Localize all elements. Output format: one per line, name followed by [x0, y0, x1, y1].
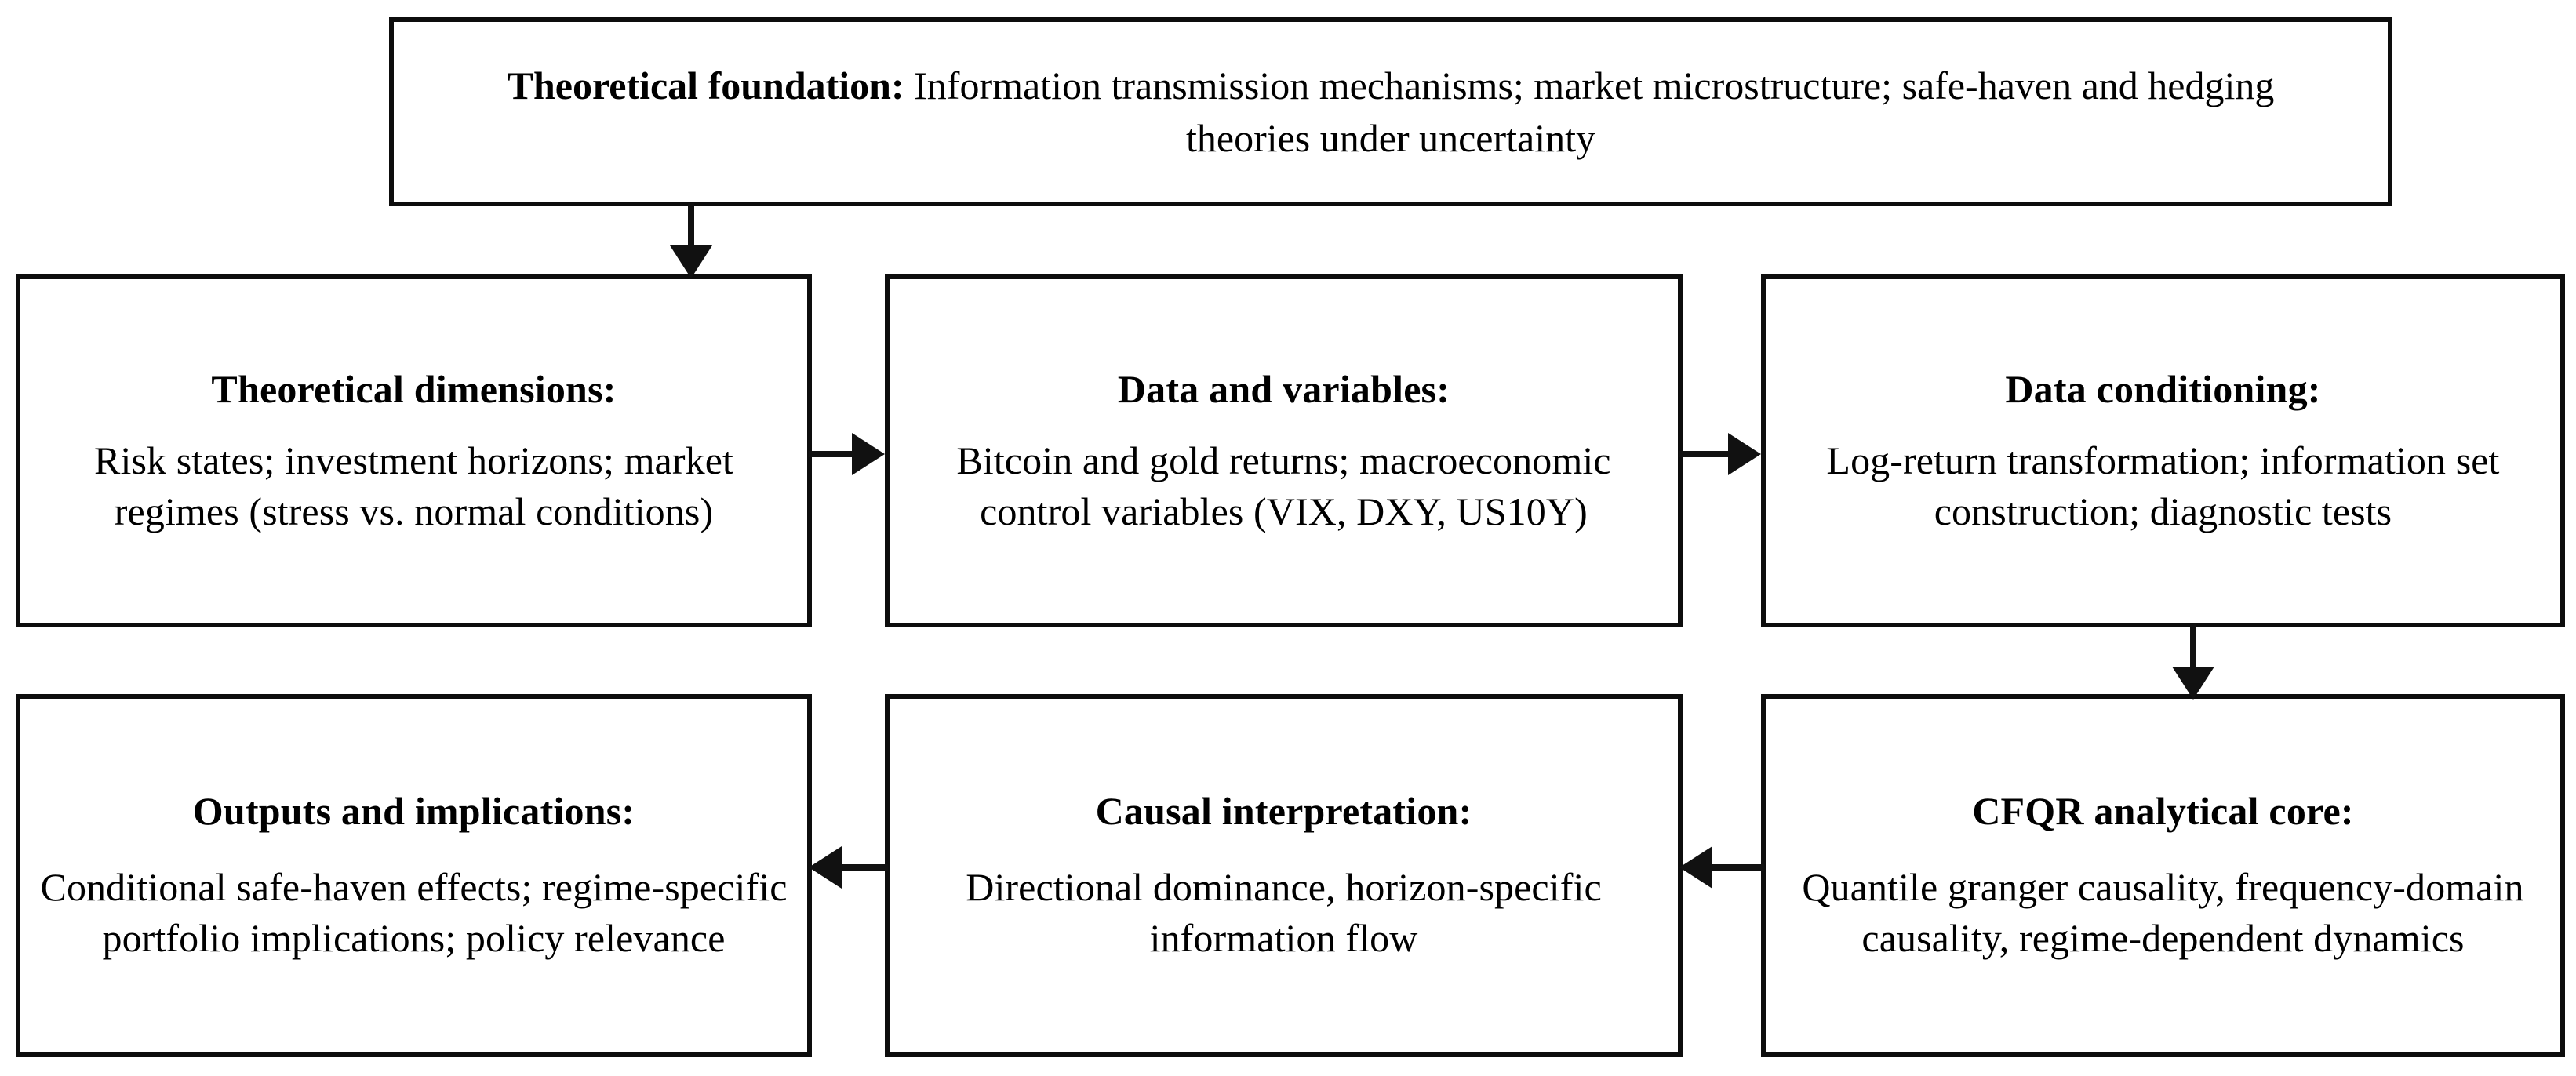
arrow-head-right-icon	[1728, 433, 1761, 475]
node-cfqr-analytical-core-heading: CFQR analytical core:	[1972, 789, 2354, 833]
arrow-shaft	[2190, 624, 2196, 673]
node-data-and-variables: Data and variables: Bitcoin and gold ret…	[885, 274, 1683, 627]
arrow-shaft	[1711, 864, 1764, 871]
node-theoretical-dimensions: Theoretical dimensions: Risk states; inv…	[16, 274, 812, 627]
node-data-conditioning-heading: Data conditioning:	[2005, 366, 2321, 411]
connector-conditioning-to-cfqr	[2171, 624, 2215, 700]
node-theoretical-dimensions-heading: Theoretical dimensions:	[211, 366, 617, 411]
node-theoretical-dimensions-body: Risk states; investment horizons; market…	[94, 438, 733, 533]
node-causal-interpretation-heading: Causal interpretation:	[1095, 789, 1472, 833]
node-cfqr-analytical-core: CFQR analytical core: Quantile granger c…	[1761, 694, 2565, 1057]
node-theoretical-foundation-body: Information transmission mechanisms; mar…	[904, 63, 2275, 160]
node-data-and-variables-heading: Data and variables:	[1117, 366, 1450, 411]
node-theoretical-foundation: Theoretical foundation: Information tran…	[389, 17, 2392, 206]
node-causal-interpretation-body: Directional dominance, horizon-specific …	[966, 865, 1602, 960]
connector-causal-to-outputs	[809, 845, 888, 889]
node-causal-interpretation: Causal interpretation: Directional domin…	[885, 694, 1683, 1057]
node-data-and-variables-body: Bitcoin and gold returns; macroeconomic …	[956, 438, 1611, 533]
arrow-head-down-icon	[670, 245, 712, 278]
node-outputs-and-implications-heading: Outputs and implications:	[192, 789, 635, 833]
node-data-conditioning: Data conditioning: Log-return transforma…	[1761, 274, 2565, 627]
node-outputs-and-implications-body: Conditional safe-haven effects; regime-s…	[40, 865, 788, 960]
connector-cfqr-to-causal	[1679, 845, 1764, 889]
arrow-head-left-icon	[809, 846, 842, 889]
arrow-head-down-icon	[2172, 667, 2214, 700]
node-theoretical-foundation-heading: Theoretical foundation:	[507, 63, 904, 107]
connector-dimensions-to-data	[809, 432, 888, 476]
arrow-head-right-icon	[852, 433, 885, 475]
node-cfqr-analytical-core-body: Quantile granger causality, frequency-do…	[1802, 865, 2524, 960]
node-theoretical-foundation-text: Theoretical foundation: Information tran…	[449, 60, 2332, 165]
arrow-head-left-icon	[1679, 846, 1712, 889]
arrow-shaft	[839, 864, 888, 871]
arrow-shaft	[1679, 451, 1733, 457]
connector-data-to-conditioning	[1679, 432, 1764, 476]
connector-foundation-to-dimensions	[669, 203, 713, 278]
arrow-shaft	[809, 451, 857, 457]
node-data-conditioning-body: Log-return transformation; information s…	[1826, 438, 2500, 533]
arrow-shaft	[688, 203, 694, 252]
node-outputs-and-implications: Outputs and implications: Conditional sa…	[16, 694, 812, 1057]
